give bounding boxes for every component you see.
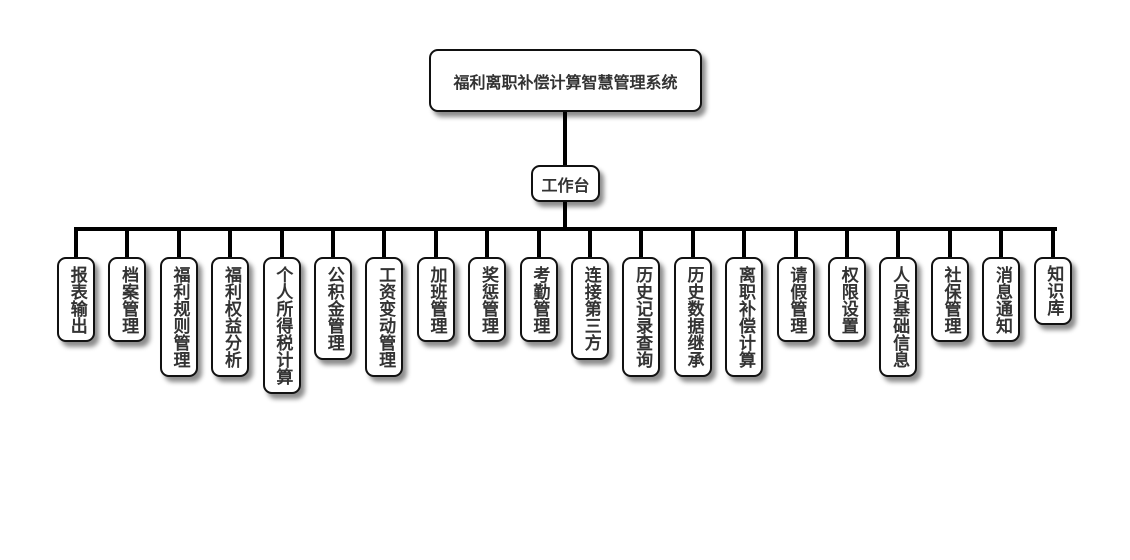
connector-bus <box>74 227 1057 231</box>
connector-module <box>1050 229 1055 259</box>
module-node[interactable]: 福利规则管理 <box>159 257 198 377</box>
connector-module <box>433 229 438 259</box>
connector-hub-bus <box>563 202 567 229</box>
connector-module <box>176 229 181 259</box>
connector-module <box>331 229 335 259</box>
module-node[interactable]: 奖惩管理 <box>468 257 507 343</box>
module-label: 消息通知 <box>991 265 1012 334</box>
module-label: 工资变动管理 <box>375 265 396 368</box>
module-node[interactable]: 社保管理 <box>930 257 969 343</box>
module-label: 知识库 <box>1043 265 1064 317</box>
connector-module <box>947 229 952 259</box>
connector-module <box>896 229 901 259</box>
module-node[interactable]: 报表输出 <box>57 257 95 343</box>
module-node[interactable]: 请假管理 <box>776 257 815 343</box>
module-node[interactable]: 工资变动管理 <box>365 257 404 377</box>
connector-root-hub <box>563 112 567 165</box>
module-label: 福利规则管理 <box>169 265 190 368</box>
module-label: 报表输出 <box>66 265 87 334</box>
connector-module <box>639 229 644 259</box>
module-label: 个人所得税计算 <box>272 266 293 386</box>
module-node[interactable]: 公积金管理 <box>314 257 352 360</box>
connector-module <box>690 229 695 259</box>
connector-module <box>382 229 387 259</box>
module-label: 奖惩管理 <box>477 265 498 334</box>
module-label: 离职补偿计算 <box>734 265 755 368</box>
module-node[interactable]: 加班管理 <box>416 257 455 343</box>
module-label: 人员基础信息 <box>889 265 910 368</box>
module-label: 档案管理 <box>118 265 139 334</box>
module-node[interactable]: 权限设置 <box>828 257 866 343</box>
connector-module <box>536 229 541 259</box>
connector-module <box>588 229 592 259</box>
module-node[interactable]: 人员基础信息 <box>879 257 918 377</box>
module-node[interactable]: 知识库 <box>1033 257 1072 325</box>
module-label: 请假管理 <box>786 265 807 334</box>
module-node[interactable]: 福利权益分析 <box>211 257 250 377</box>
connector-module <box>793 229 798 259</box>
root-node[interactable]: 福利离职补偿计算智慧管理系统 <box>429 49 702 112</box>
module-node[interactable]: 考勤管理 <box>519 257 558 343</box>
connector-module <box>279 229 284 259</box>
module-node[interactable]: 历史记录查询 <box>622 257 661 377</box>
hub-node[interactable]: 工作台 <box>531 165 600 202</box>
connector-module <box>74 229 78 259</box>
connector-module <box>742 229 747 259</box>
hub-label: 工作台 <box>541 175 590 195</box>
module-label: 权限设置 <box>837 265 858 334</box>
connector-module <box>228 229 233 259</box>
module-label: 社保管理 <box>940 265 961 334</box>
root-label: 福利离职补偿计算智慧管理系统 <box>453 72 678 92</box>
module-label: 历史数据继承 <box>683 265 704 368</box>
module-node[interactable]: 个人所得税计算 <box>262 257 301 395</box>
module-node[interactable]: 档案管理 <box>108 257 147 343</box>
module-node[interactable]: 连接第三方 <box>571 257 609 360</box>
module-node[interactable]: 历史数据继承 <box>673 257 712 377</box>
connector-module <box>485 229 490 259</box>
module-label: 加班管理 <box>426 265 447 334</box>
module-label: 福利权益分析 <box>220 265 241 368</box>
module-label: 公积金管理 <box>323 265 344 351</box>
connector-module <box>999 229 1004 259</box>
module-label: 考勤管理 <box>529 265 550 334</box>
module-node[interactable]: 离职补偿计算 <box>725 257 764 377</box>
connector-module <box>125 229 130 259</box>
module-node[interactable]: 消息通知 <box>982 257 1021 343</box>
module-label: 历史记录查询 <box>632 265 653 368</box>
connector-module <box>845 229 849 259</box>
module-label: 连接第三方 <box>580 265 601 351</box>
